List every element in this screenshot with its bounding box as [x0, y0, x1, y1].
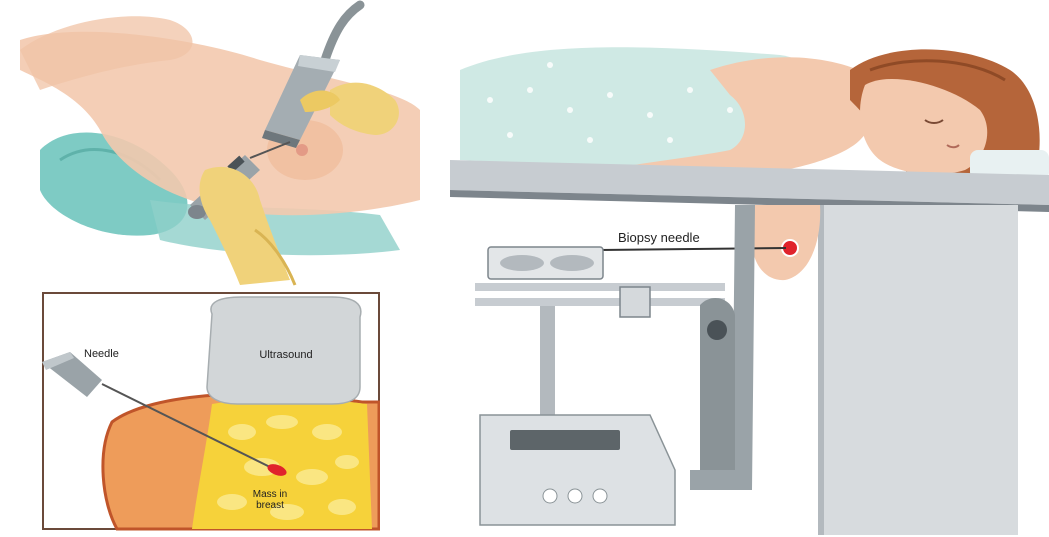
prone-table-illustration: Biopsy needle — [450, 0, 1049, 537]
cross-section-inset: Ultrasound Needle Mass in breast — [42, 292, 380, 532]
needle-label: Needle — [84, 348, 119, 360]
prone-table-svg: Biopsy needle — [450, 0, 1049, 537]
cross-section-svg: Ultrasound Needle Mass in breast — [42, 292, 380, 532]
mass-label-line1: Mass in — [253, 489, 287, 500]
procedure-illustration — [0, 0, 430, 290]
biopsy-needle-label: Biopsy needle — [618, 230, 700, 245]
carriage-block — [620, 287, 650, 317]
nipple — [296, 144, 308, 156]
pivot-knob — [707, 320, 727, 340]
procedure-illustration-svg — [0, 0, 430, 290]
console-display — [510, 430, 620, 450]
table-side-panel — [818, 205, 1018, 535]
mass-label-line2: breast — [256, 500, 284, 511]
ultrasound-label: Ultrasound — [259, 349, 312, 361]
